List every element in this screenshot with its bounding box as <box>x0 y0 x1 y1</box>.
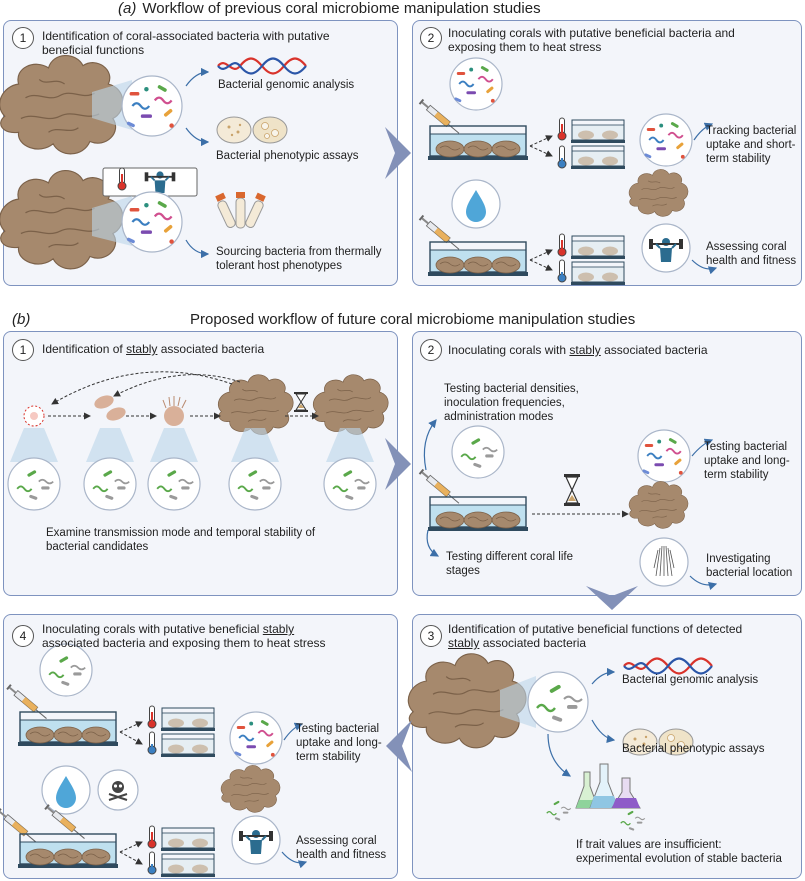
section-a-title: (a)Workflow of previous coral microbiome… <box>118 0 541 17</box>
a2-assess-label: Assessing coral health and fitness <box>706 241 797 267</box>
b3-genomic-label: Bacterial genomic analysis <box>622 674 759 686</box>
panel-a2-graphics <box>418 57 718 286</box>
b4-assess-label: Assessing coral health and fitness <box>296 835 387 861</box>
a1-sourcing-label: Sourcing bacteria from thermally toleran… <box>216 246 382 272</box>
section-b-title-text: Proposed workflow of future coral microb… <box>190 311 636 328</box>
panel-b2-graphics <box>418 419 718 591</box>
panel-b3-title: Identification of putative beneficial fu… <box>448 622 743 650</box>
panel-a2-title: Inoculating corals with putative benefic… <box>448 26 735 54</box>
section-b-title: (b) <box>12 311 31 328</box>
panel-b1-title: Identification of stably associated bact… <box>42 342 265 356</box>
panel-a1-title: Identification of coral-associated bacte… <box>42 29 330 57</box>
a1-genomic-label: Bacterial genomic analysis <box>218 79 355 91</box>
a2-tracking-label: Tracking bacterial uptake and short- ter… <box>706 125 797 165</box>
panel-b3-graphics <box>407 653 714 832</box>
b2-uptake-label: Testing bacterial uptake and long- term … <box>704 441 790 481</box>
step-number-a2: 2 <box>420 27 442 49</box>
panel-a1-graphics <box>0 54 308 270</box>
b3-evolution-label: If trait values are insufficient: experi… <box>576 839 782 865</box>
panel-b1-graphics <box>7 371 389 511</box>
b2-densities-label: Testing bacterial densities, inoculation… <box>444 383 579 423</box>
panel-b4-graphics <box>0 643 308 878</box>
b1-examine-label: Examine transmission mode and temporal s… <box>46 527 316 553</box>
panel-b4-title: Inoculating corals with putative benefic… <box>42 622 326 650</box>
panel-b2-title: Inoculating corals with stably associate… <box>448 343 708 357</box>
a1-phenotypic-label: Bacterial phenotypic assays <box>216 150 359 162</box>
step-number-a1: 1 <box>12 27 34 49</box>
step-number-b4: 4 <box>12 625 34 647</box>
step-number-b2: 2 <box>420 339 442 361</box>
step-number-b3: 3 <box>420 625 442 647</box>
b2-stages-label: Testing different coral life stages <box>446 551 573 577</box>
b3-phenotypic-label: Bacterial phenotypic assays <box>622 743 765 755</box>
b2-location-label: Investigating bacterial location <box>706 553 793 579</box>
step-number-b1: 1 <box>12 339 34 361</box>
b4-uptake-label: Testing bacterial uptake and long- term … <box>296 723 382 763</box>
